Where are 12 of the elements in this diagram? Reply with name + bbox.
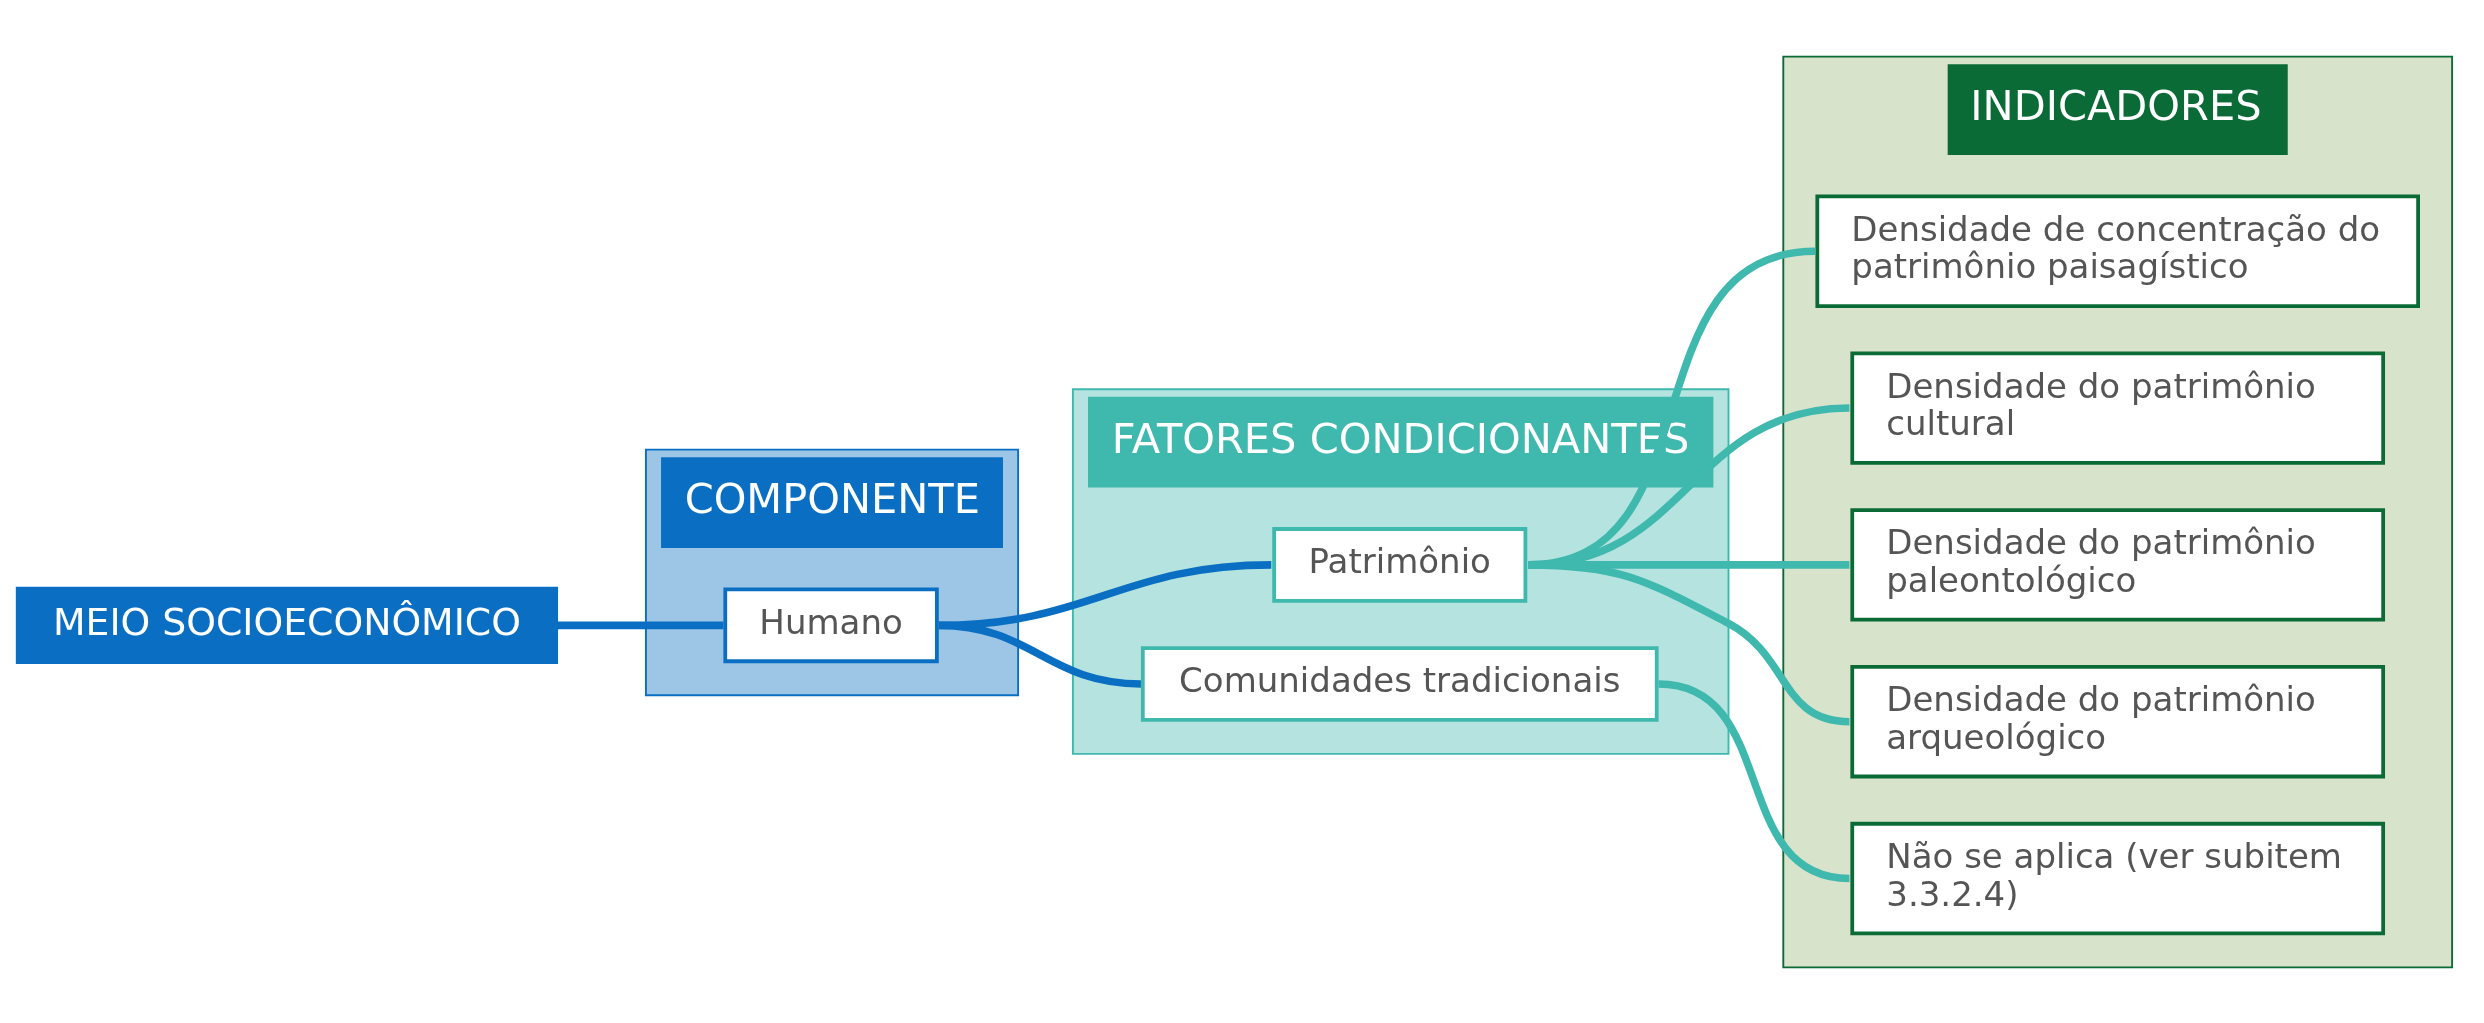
node-box: Densidade do patrimônio arqueológico <box>1850 664 2386 778</box>
node-box: Densidade de concentração do patrimônio paisagístico <box>1815 194 2420 308</box>
node-box: Patrimônio <box>1272 526 1528 603</box>
connector <box>1658 679 1850 882</box>
node-box: Não se aplica (ver subitem 3.3.2.4) <box>1850 821 2386 935</box>
connector <box>938 621 1142 688</box>
node-box: Densidade do patrimônio paleontológico <box>1850 507 2386 622</box>
connector <box>557 621 724 629</box>
node-box: MEIO SOCIOECONÔMICO <box>15 586 559 664</box>
node-box: Humano <box>723 587 939 663</box>
node-box: Comunidades tradicionais <box>1140 645 1659 722</box>
node-box: Densidade do patrimônio cultural <box>1850 350 2386 465</box>
